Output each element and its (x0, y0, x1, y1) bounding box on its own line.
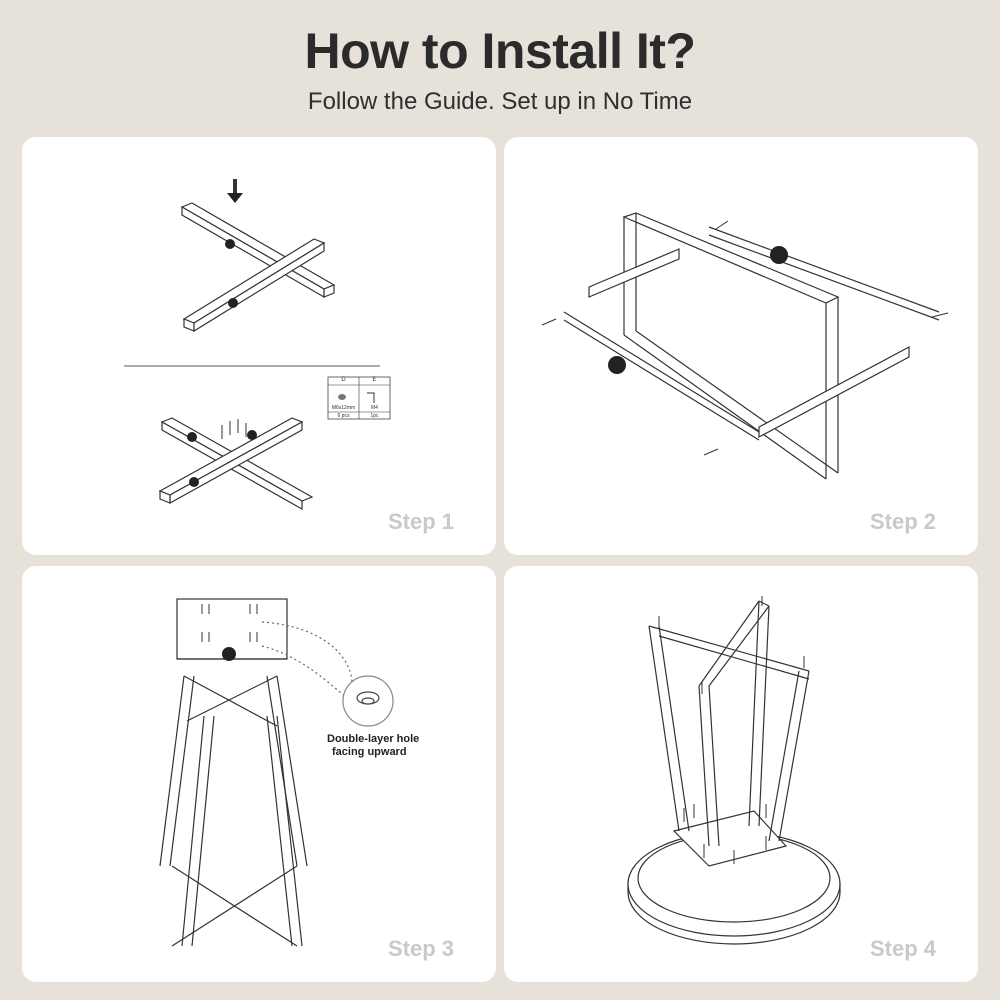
beam-part-6-lower (158, 417, 304, 505)
parts-col-d: D (341, 377, 346, 383)
arrow-down-icon (227, 179, 243, 203)
page-subtitle: Follow the Guide. Set up in No Time (307, 88, 693, 115)
leg-frame (159, 675, 308, 947)
screws-d (221, 419, 247, 439)
step-4-label: Step 4 (869, 936, 936, 961)
frame-a (622, 212, 840, 480)
screws-b (201, 604, 258, 642)
leg-frame (648, 600, 810, 847)
parts-qty-d: 6 pcs (337, 413, 350, 419)
step-1-illustration (124, 179, 391, 511)
step-4-card: Step 4 (504, 566, 978, 982)
beam-part-6-upper (182, 238, 326, 333)
parts-col-e: E (372, 377, 377, 383)
screws-c (541, 220, 949, 456)
step-2-illustration (541, 212, 949, 480)
step-2-label: Step 2 (869, 509, 936, 534)
step-3-card: Double-layer hole facing upward Step 3 (22, 566, 496, 982)
step-2-card: Step 2 (504, 137, 978, 555)
mounting-plate (672, 810, 788, 867)
page-title: How to Install It? (304, 23, 696, 79)
hole-note-line2: facing upward (332, 746, 407, 758)
hole-note-line1: Double-layer hole (327, 733, 420, 745)
step-3-illustration (159, 598, 394, 947)
hole-detail (342, 675, 394, 727)
screws-b (683, 804, 767, 864)
frame-b (563, 226, 940, 441)
step-3-label: Step 3 (387, 936, 454, 961)
screws-f (658, 596, 805, 694)
step-1-card: D E M6x12mm M4 6 pcs 1pc Step 1 (22, 137, 496, 555)
parts-table (327, 376, 391, 420)
step-4-illustration (627, 596, 841, 945)
parts-spec-d: M6x12mm (331, 405, 356, 411)
parts-spec-e: M4 (371, 405, 378, 411)
parts-qty-e: 1pc (370, 413, 379, 419)
step-1-label: Step 1 (387, 509, 454, 534)
